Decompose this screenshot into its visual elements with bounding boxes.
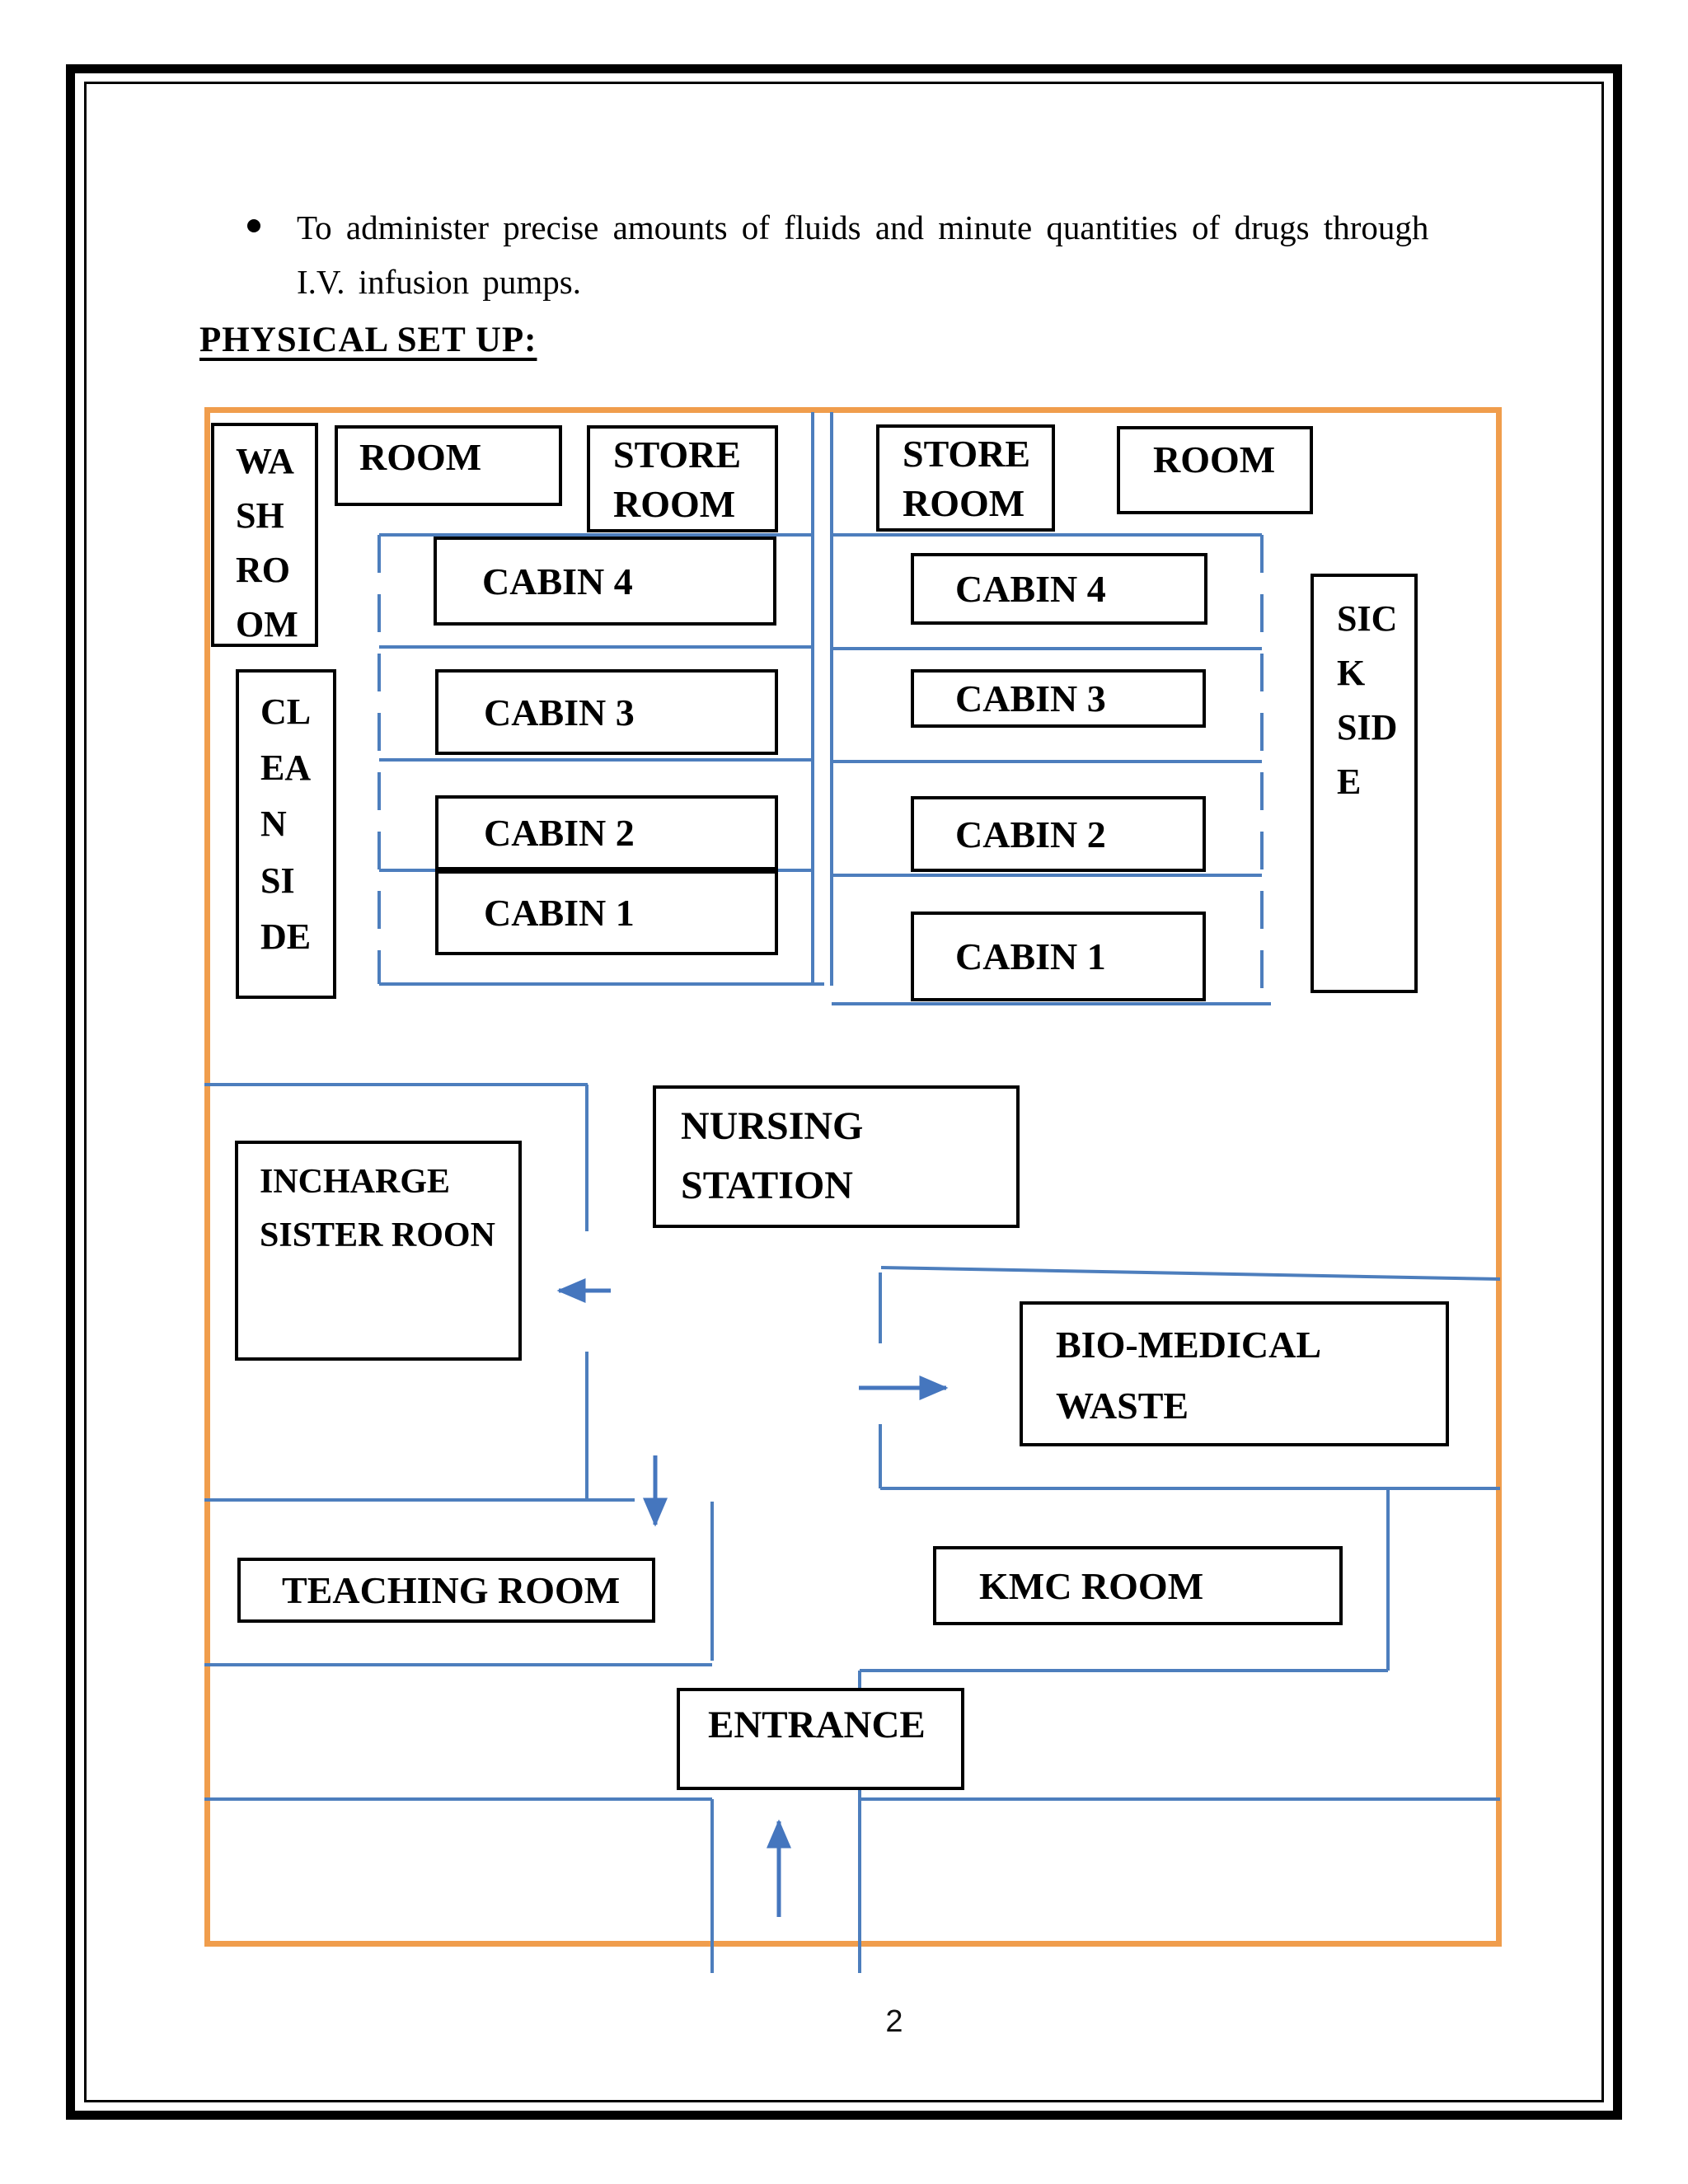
- bullet-dot-icon: [247, 219, 260, 232]
- room-kmc: KMC ROOM: [933, 1546, 1343, 1625]
- room-teaching: TEACHING ROOM: [237, 1558, 655, 1623]
- page-border-inner: [84, 82, 1604, 2102]
- zone-sick-side: SIC K SID E: [1311, 574, 1418, 993]
- room-washroom: WA SH RO OM: [211, 423, 318, 647]
- page-number: 2: [885, 2004, 903, 2039]
- cabin-1-right: CABIN 1: [911, 912, 1206, 1001]
- cabin-2-right: CABIN 2: [911, 796, 1206, 872]
- cabin-4-right: CABIN 4: [911, 553, 1207, 625]
- page-border-outer: [66, 64, 1622, 2120]
- cabin-4-left: CABIN 4: [434, 537, 776, 626]
- store-room-right: STORE ROOM: [876, 424, 1055, 532]
- room-nursing-station: NURSING STATION: [653, 1085, 1020, 1228]
- cabin-1-left: CABIN 1: [435, 870, 778, 955]
- section-heading: PHYSICAL SET UP:: [199, 321, 537, 359]
- room-bio-medical-waste: BIO-MEDICAL WASTE: [1020, 1301, 1449, 1446]
- room-entrance: ENTRANCE: [677, 1688, 964, 1790]
- floorplan-boundary: [204, 407, 1502, 1947]
- zone-clean-side: CL EA N SI DE: [236, 669, 336, 999]
- cabin-3-left: CABIN 3: [435, 669, 778, 755]
- room-incharge-sister: INCHARGE SISTER ROON: [235, 1141, 522, 1361]
- cabin-2-left: CABIN 2: [435, 795, 778, 870]
- bullet-text-line2: I.V. infusion pumps.: [297, 263, 581, 301]
- bullet-text-line1: To administer precise amounts of fluids …: [297, 209, 1429, 246]
- room-right: ROOM: [1117, 426, 1313, 514]
- room-left: ROOM: [335, 425, 562, 506]
- store-room-left: STORE ROOM: [587, 425, 778, 532]
- cabin-3-right: CABIN 3: [911, 669, 1206, 728]
